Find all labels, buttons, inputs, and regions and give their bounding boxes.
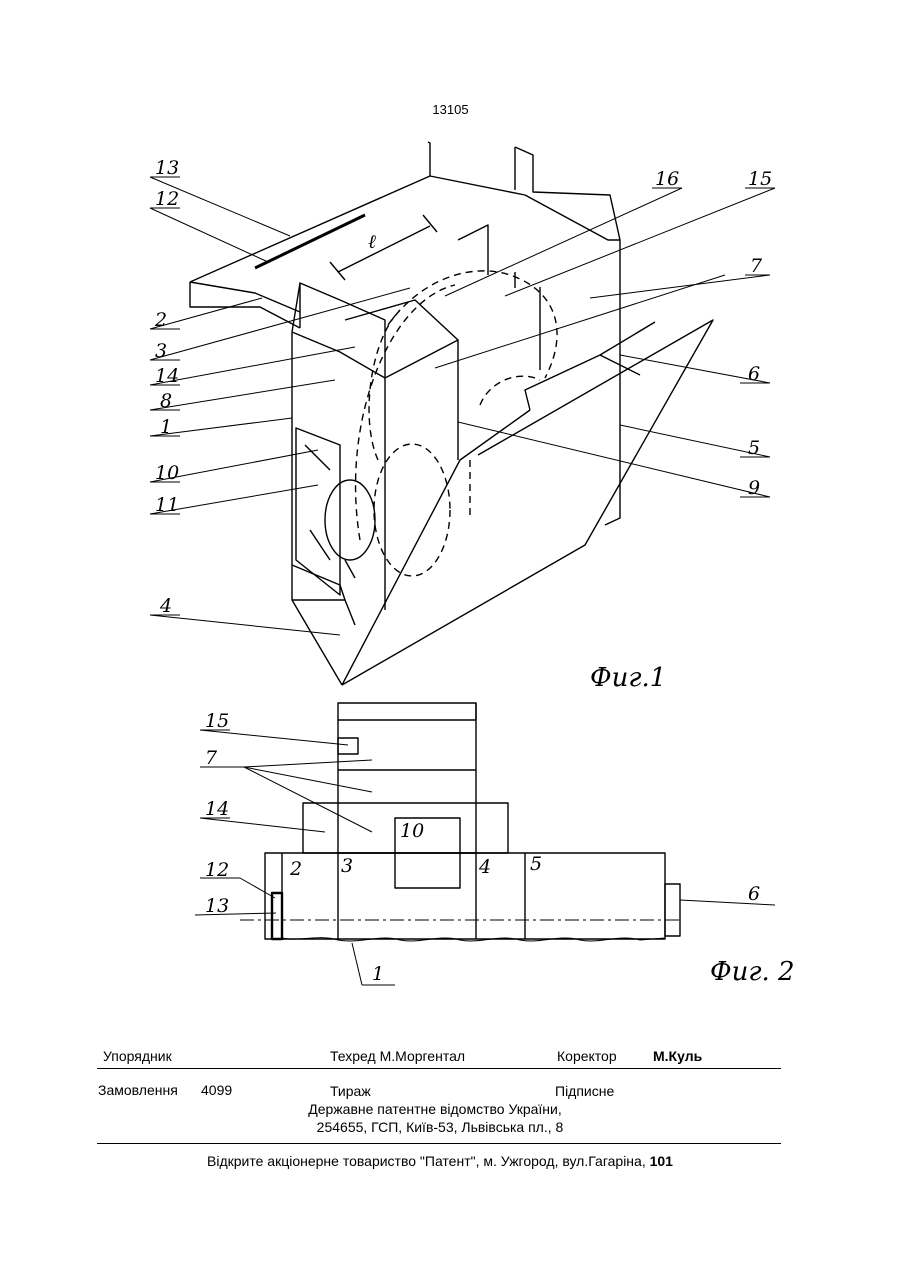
fig1-label: 7	[750, 255, 763, 277]
figure-2-drawing	[195, 703, 775, 985]
fig1-label: 1	[160, 416, 172, 438]
corrector-label: Коректор	[557, 1048, 617, 1064]
techred: Техред М.Моргентал	[330, 1048, 465, 1064]
order-label: Замовлення	[98, 1082, 178, 1098]
dimension-label: ℓ	[368, 231, 376, 253]
fig1-label: 3	[155, 340, 167, 362]
fig1-label: 14	[155, 365, 179, 387]
fig2-inner-label: 3	[341, 855, 353, 877]
divider	[97, 1143, 781, 1144]
circulation-label: Тираж	[330, 1083, 371, 1099]
fig2-label: 7	[205, 747, 218, 769]
patent-drawing: 13 12 2 3 14 8 1 10 11 4 16 15 7 6 5 9 ℓ…	[0, 0, 901, 1000]
fig1-label: 6	[748, 363, 760, 385]
subscription: Підписне	[555, 1083, 614, 1099]
corrector-name: М.Куль	[653, 1048, 702, 1064]
fig2-inner-label: 4	[478, 856, 491, 878]
fig1-label: 16	[655, 168, 679, 190]
fig1-label: 8	[160, 390, 172, 412]
fig1-label: 15	[748, 168, 772, 190]
fig2-label: 14	[205, 798, 229, 820]
fig2-inner-label: 5	[530, 853, 542, 875]
figure-2-labels: 15 7 14 12 13 1 6 2 3 10 4 5 Фиг. 2	[205, 710, 795, 987]
office-address: 254655, ГСП, Київ-53, Львівська пл., 8	[250, 1119, 630, 1135]
compiler-label: Упорядник	[103, 1048, 172, 1064]
patent-office: Державне патентне відомство України,	[250, 1101, 620, 1117]
fig1-label: 5	[748, 437, 760, 459]
publisher-number: 101	[650, 1153, 673, 1169]
fig1-label: 4	[159, 595, 172, 617]
fig2-label: 6	[748, 883, 760, 905]
fig1-label: 12	[155, 188, 179, 210]
fig1-label: 9	[748, 477, 760, 499]
order-number: 4099	[201, 1082, 232, 1098]
fig1-label: 13	[155, 157, 179, 179]
divider	[97, 1068, 781, 1069]
figure-1-drawing	[150, 142, 775, 685]
fig2-label: 12	[205, 859, 229, 881]
publisher-line: Відкрите акціонерне товариство "Патент",…	[100, 1153, 780, 1169]
fig1-label: 10	[155, 462, 179, 484]
fig2-inner-label: 10	[400, 820, 424, 842]
fig1-label: 2	[154, 309, 167, 331]
figure-1-caption: Фиг.1	[590, 663, 666, 693]
fig1-label: 11	[155, 494, 179, 516]
fig2-label: 1	[372, 963, 384, 985]
fig2-inner-label: 2	[289, 858, 302, 880]
fig2-label: 15	[205, 710, 229, 732]
fig2-label: 13	[205, 895, 229, 917]
figure-2-caption: Фиг. 2	[710, 957, 795, 987]
publisher: Відкрите акціонерне товариство "Патент",…	[207, 1153, 646, 1169]
